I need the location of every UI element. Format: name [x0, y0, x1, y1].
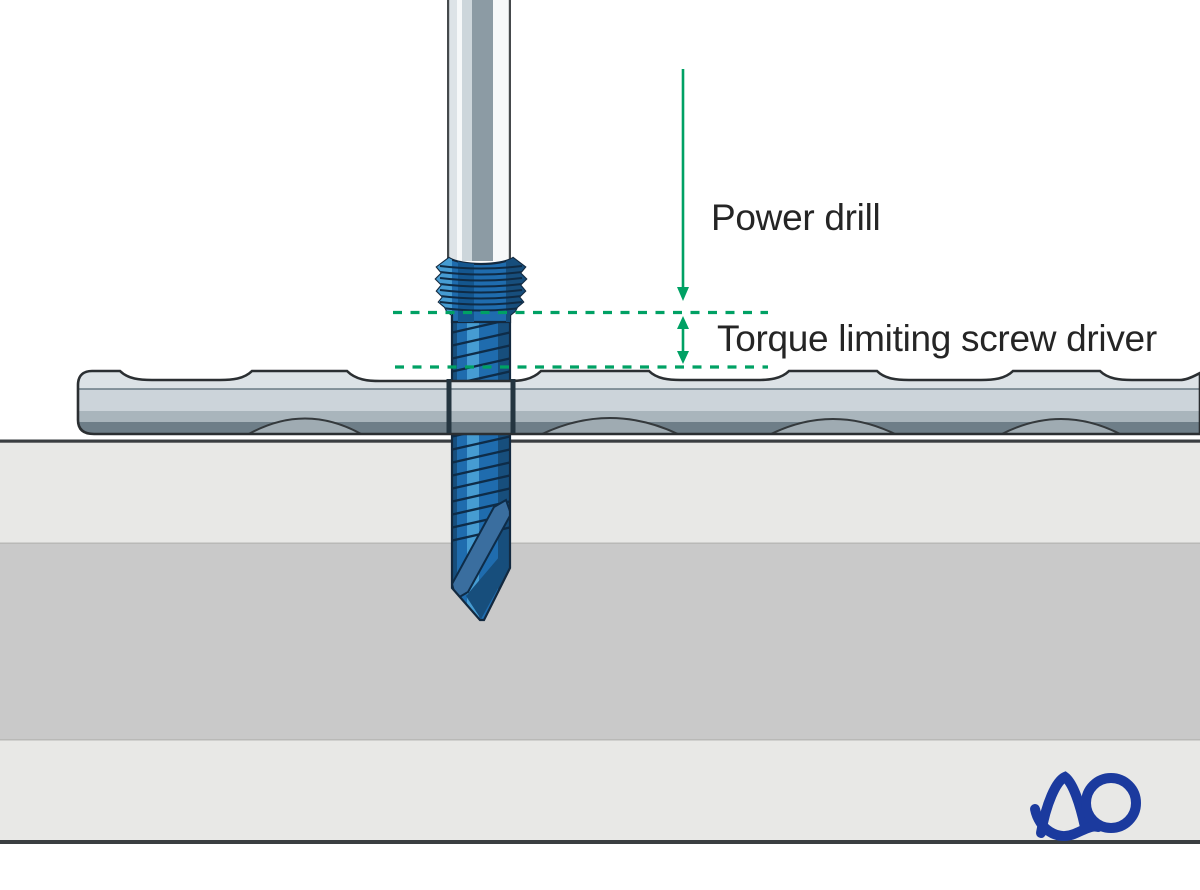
plate-undercut: [539, 417, 681, 434]
drill-tip-facet: [466, 556, 508, 619]
ao-logo-a-stroke: [1036, 771, 1090, 838]
plate-hole-shadow: [510, 379, 516, 433]
torque-limiter-label: Torque limiting screw driver: [717, 318, 1157, 359]
ao-logo: [1030, 771, 1141, 841]
collar-ridges: [439, 265, 523, 312]
power-drill-label: Power drill: [711, 197, 881, 238]
plate-undercut: [999, 418, 1123, 434]
annotations: [393, 69, 768, 369]
arrowhead-up-icon: [677, 316, 689, 329]
plate-undercut: [243, 417, 367, 434]
torque-extent-arrow: [677, 316, 689, 364]
torque-limiter-collar: [434, 256, 528, 324]
bone-bottom-edge: [0, 840, 1200, 844]
bone-layer-boundary: [0, 739, 1200, 741]
arrowhead-down-icon: [677, 351, 689, 364]
arrowhead-down-icon: [677, 287, 689, 301]
bone-top-edge: [0, 439, 1200, 443]
drill-bit-screw: [450, 313, 512, 622]
bone-cross-section: [0, 439, 1200, 844]
plate-undercut: [768, 418, 898, 434]
ao-logo-o-stroke: [1081, 773, 1141, 833]
bone-cortical-bottom-layer: [0, 740, 1200, 841]
screw-outline: [450, 313, 512, 622]
power-drill-arrow: [677, 69, 689, 301]
ao-logo-swoosh-stroke: [1030, 804, 1103, 841]
bone-cortical-top-layer: [0, 441, 1200, 544]
bone-cancellous-layer: [0, 543, 1200, 740]
plate-hole-shadow: [446, 379, 452, 433]
plate-outline: [76, 369, 1200, 436]
bone-layer-boundary: [0, 542, 1200, 544]
bone-plate: [76, 369, 1200, 436]
drill-shaft: [447, 0, 511, 261]
